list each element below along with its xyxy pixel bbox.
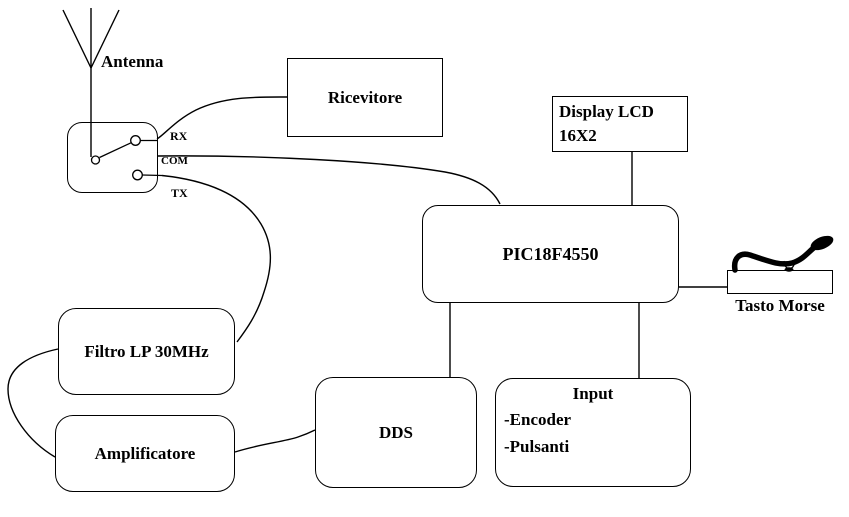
input-title: Input xyxy=(572,384,614,403)
display-lcd-line2: 16X2 xyxy=(559,126,597,145)
com-wire xyxy=(156,155,501,205)
display-lcd-line1: Display LCD xyxy=(559,102,654,121)
pic-label: PIC18F4550 xyxy=(502,243,599,264)
ampli-dds-wire xyxy=(234,429,316,453)
input-box: Input -Encoder -Pulsanti xyxy=(495,378,691,487)
input-item-pulsanti: -Pulsanti xyxy=(504,437,570,456)
morse-key-icon xyxy=(731,235,834,273)
rx-wire xyxy=(156,96,288,140)
amplificatore-label: Amplificatore xyxy=(94,443,196,463)
input-item-encoder: -Encoder xyxy=(504,410,572,429)
filtro-ampli-wire xyxy=(7,348,59,458)
tx-wire xyxy=(161,174,272,343)
ricevitore-label: Ricevitore xyxy=(327,87,403,107)
tasto-morse-base xyxy=(727,270,833,294)
filtro-label: Filtro LP 30MHz xyxy=(84,341,209,361)
antenna-label: Antenna xyxy=(101,52,164,71)
amplificatore-box: Amplificatore xyxy=(55,415,235,492)
switch-tx-label: TX xyxy=(171,186,188,200)
pic-box: PIC18F4550 xyxy=(422,205,679,303)
switch-icon xyxy=(90,135,163,181)
filtro-box: Filtro LP 30MHz xyxy=(58,308,235,395)
antenna-icon xyxy=(62,8,120,157)
tasto-morse-label: Tasto Morse xyxy=(735,296,825,315)
ricevitore-box: Ricevitore xyxy=(287,58,443,137)
switch-rx-label: RX xyxy=(170,129,188,143)
switch-com-label: COM xyxy=(161,155,188,167)
dds-box: DDS xyxy=(315,377,477,488)
antenna-switch-box xyxy=(67,122,158,193)
display-lcd-box: Display LCD 16X2 xyxy=(552,96,688,152)
dds-label: DDS xyxy=(378,422,413,442)
